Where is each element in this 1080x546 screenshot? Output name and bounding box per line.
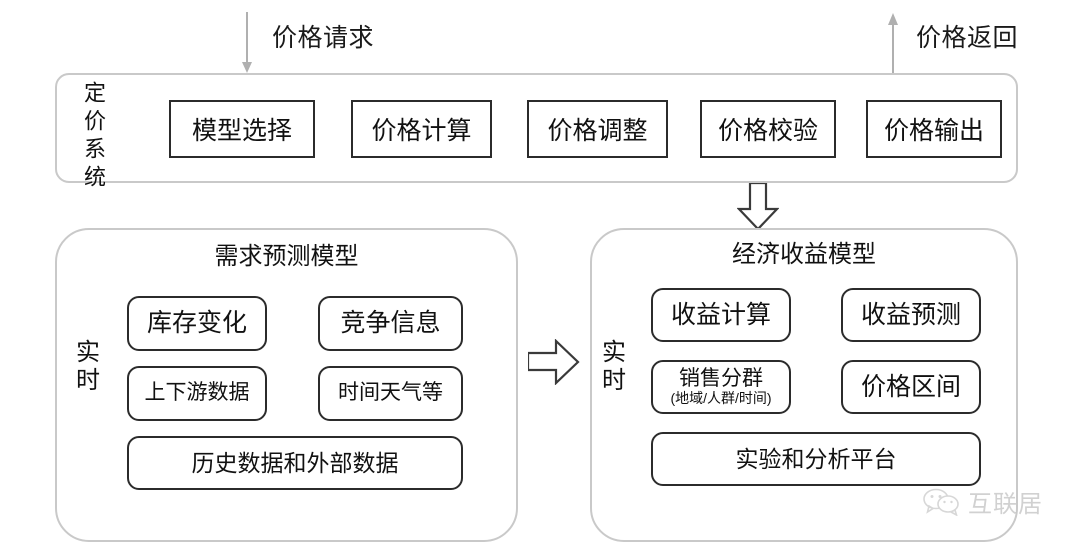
chip-label: 竞争信息	[340, 309, 441, 338]
economic-revenue-title: 经济收益模型	[732, 241, 876, 268]
chip-label: 收益预测	[860, 300, 961, 329]
stage-box-price-calculation[interactable]: 价格计算	[351, 100, 492, 158]
chip-sales-segmentation[interactable]: 销售分群 (地域/人群/时间)	[651, 360, 791, 414]
stage-box-price-validation[interactable]: 价格校验	[700, 100, 836, 158]
chip-label: 收益计算	[670, 300, 771, 329]
price-request-arrow-icon	[242, 12, 252, 73]
chip-label: 库存变化	[146, 309, 247, 338]
watermark-text: 互联居	[968, 491, 1043, 518]
chip-experiment-analysis-platform[interactable]: 实验和分析平台	[651, 432, 981, 486]
watermark: 互联居	[922, 484, 1043, 519]
chip-upstream-downstream-data[interactable]: 上下游数据	[127, 366, 267, 421]
chip-label: 销售分群	[679, 367, 763, 391]
economic-realtime-label: 实时	[602, 339, 626, 394]
stage-box-model-selection[interactable]: 模型选择	[169, 100, 315, 158]
system-to-economic-arrow-icon	[737, 183, 779, 231]
chip-label: 实验和分析平台	[735, 445, 897, 472]
demand-to-economic-arrow-icon	[528, 339, 580, 385]
demand-forecast-title: 需求预测模型	[214, 243, 359, 270]
wechat-icon	[923, 488, 959, 516]
demand-realtime-label: 实时	[76, 339, 100, 394]
chip-label: 价格区间	[860, 372, 961, 401]
price-return-arrow-icon	[888, 13, 898, 74]
chip-label: 时间天气等	[338, 381, 443, 405]
chip-label: 历史数据和外部数据	[191, 449, 399, 476]
chip-revenue-forecast[interactable]: 收益预测	[841, 288, 981, 342]
chip-history-external-data[interactable]: 历史数据和外部数据	[127, 436, 463, 490]
chip-competitive-info[interactable]: 竞争信息	[318, 296, 463, 351]
chip-inventory-change[interactable]: 库存变化	[127, 296, 267, 351]
stage-box-price-output[interactable]: 价格输出	[866, 100, 1002, 158]
pricing-system-label: 定价系统	[81, 81, 106, 193]
chip-sublabel: (地域/人群/时间)	[670, 390, 772, 407]
chip-label: 上下游数据	[144, 381, 250, 405]
price-request-label: 价格请求	[272, 24, 375, 52]
chip-time-weather[interactable]: 时间天气等	[318, 366, 463, 421]
price-return-label: 价格返回	[916, 24, 1019, 52]
stage-box-price-adjustment[interactable]: 价格调整	[527, 100, 668, 158]
chip-revenue-calculation[interactable]: 收益计算	[651, 288, 791, 342]
chip-price-range[interactable]: 价格区间	[841, 360, 981, 414]
